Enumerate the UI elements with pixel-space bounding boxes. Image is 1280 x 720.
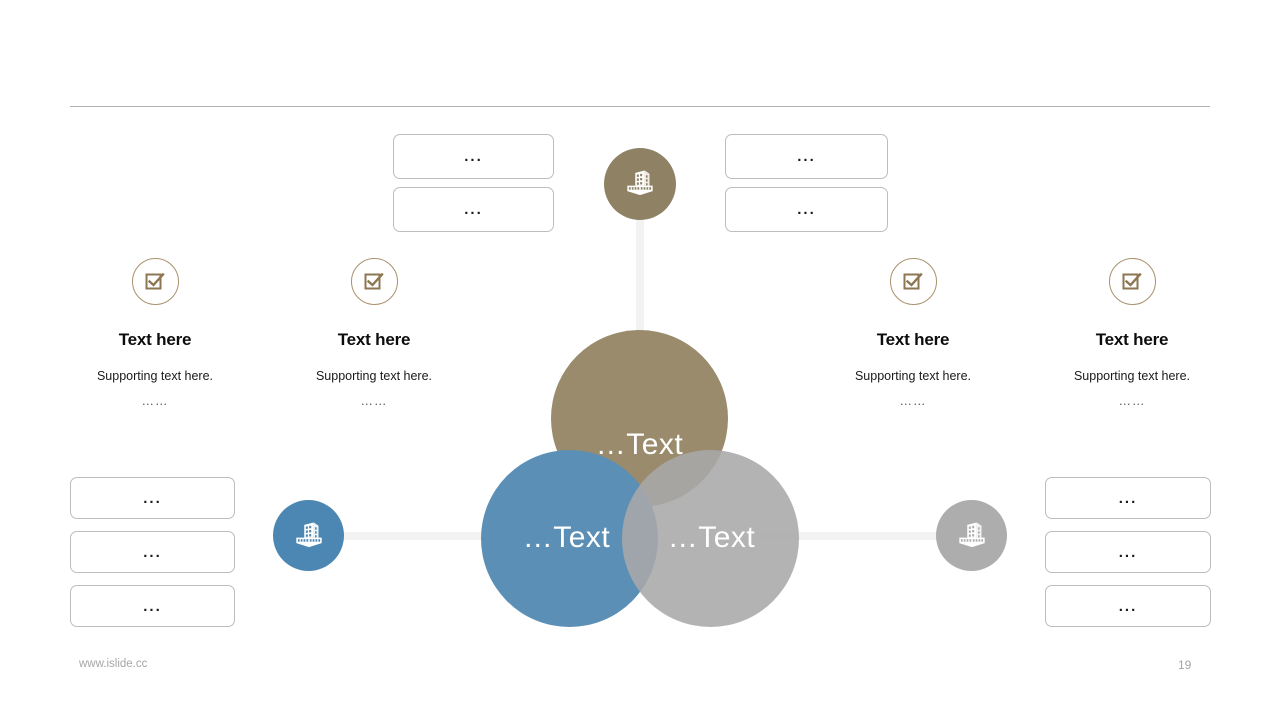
checkbox-check-icon xyxy=(131,258,179,305)
feature-subtitle: Supporting text here. xyxy=(1073,369,1191,383)
text-box-top-right-2[interactable]: ... xyxy=(725,187,888,232)
feature-item-3[interactable]: Text here Supporting text here. …… xyxy=(813,258,1013,408)
feature-title: Text here xyxy=(876,330,950,349)
building-icon xyxy=(953,517,991,555)
checkbox-check-icon xyxy=(889,258,937,305)
venn-label-right: …Text xyxy=(667,520,756,554)
badge-top[interactable] xyxy=(604,148,676,220)
text-box-top-right-1[interactable]: ... xyxy=(725,134,888,179)
venn-label-left: …Text xyxy=(522,520,611,554)
header-divider xyxy=(70,106,1210,107)
connector-line-top xyxy=(636,196,644,346)
feature-item-1[interactable]: Text here Supporting text here. …… xyxy=(55,258,255,408)
feature-title: Text here xyxy=(1095,330,1169,349)
feature-item-4[interactable]: Text here Supporting text here. …… xyxy=(1032,258,1232,408)
feature-title: Text here xyxy=(337,330,411,349)
feature-title: Text here xyxy=(118,330,192,349)
text-box-bottom-left-3[interactable]: ... xyxy=(70,585,235,627)
feature-item-2[interactable]: Text here Supporting text here. …… xyxy=(274,258,474,408)
text-box-bottom-right-1[interactable]: ... xyxy=(1045,477,1211,519)
checkbox-check-icon xyxy=(350,258,398,305)
checkbox-check-icon xyxy=(1108,258,1156,305)
venn-label-top: …Text xyxy=(595,427,684,461)
footer-url[interactable]: www.islide.cc xyxy=(79,658,148,670)
page-number: 19 xyxy=(1178,658,1192,672)
connector-line-right xyxy=(760,532,975,540)
feature-dots: …… xyxy=(899,394,927,408)
badge-right[interactable] xyxy=(936,500,1007,571)
text-box-bottom-left-2[interactable]: ... xyxy=(70,531,235,573)
feature-subtitle: Supporting text here. xyxy=(96,369,214,383)
feature-dots: …… xyxy=(1118,394,1146,408)
text-box-bottom-right-3[interactable]: ... xyxy=(1045,585,1211,627)
building-icon xyxy=(290,517,328,555)
text-box-top-left-2[interactable]: ... xyxy=(393,187,554,232)
connector-line-left xyxy=(300,532,530,540)
feature-dots: …… xyxy=(141,394,169,408)
venn-circle-right[interactable]: …Text xyxy=(622,450,799,627)
building-icon xyxy=(621,165,659,203)
badge-left[interactable] xyxy=(273,500,344,571)
text-box-bottom-left-1[interactable]: ... xyxy=(70,477,235,519)
text-box-top-left-1[interactable]: ... xyxy=(393,134,554,179)
feature-subtitle: Supporting text here. xyxy=(315,369,433,383)
feature-subtitle: Supporting text here. xyxy=(854,369,972,383)
text-box-bottom-right-2[interactable]: ... xyxy=(1045,531,1211,573)
feature-dots: …… xyxy=(360,394,388,408)
